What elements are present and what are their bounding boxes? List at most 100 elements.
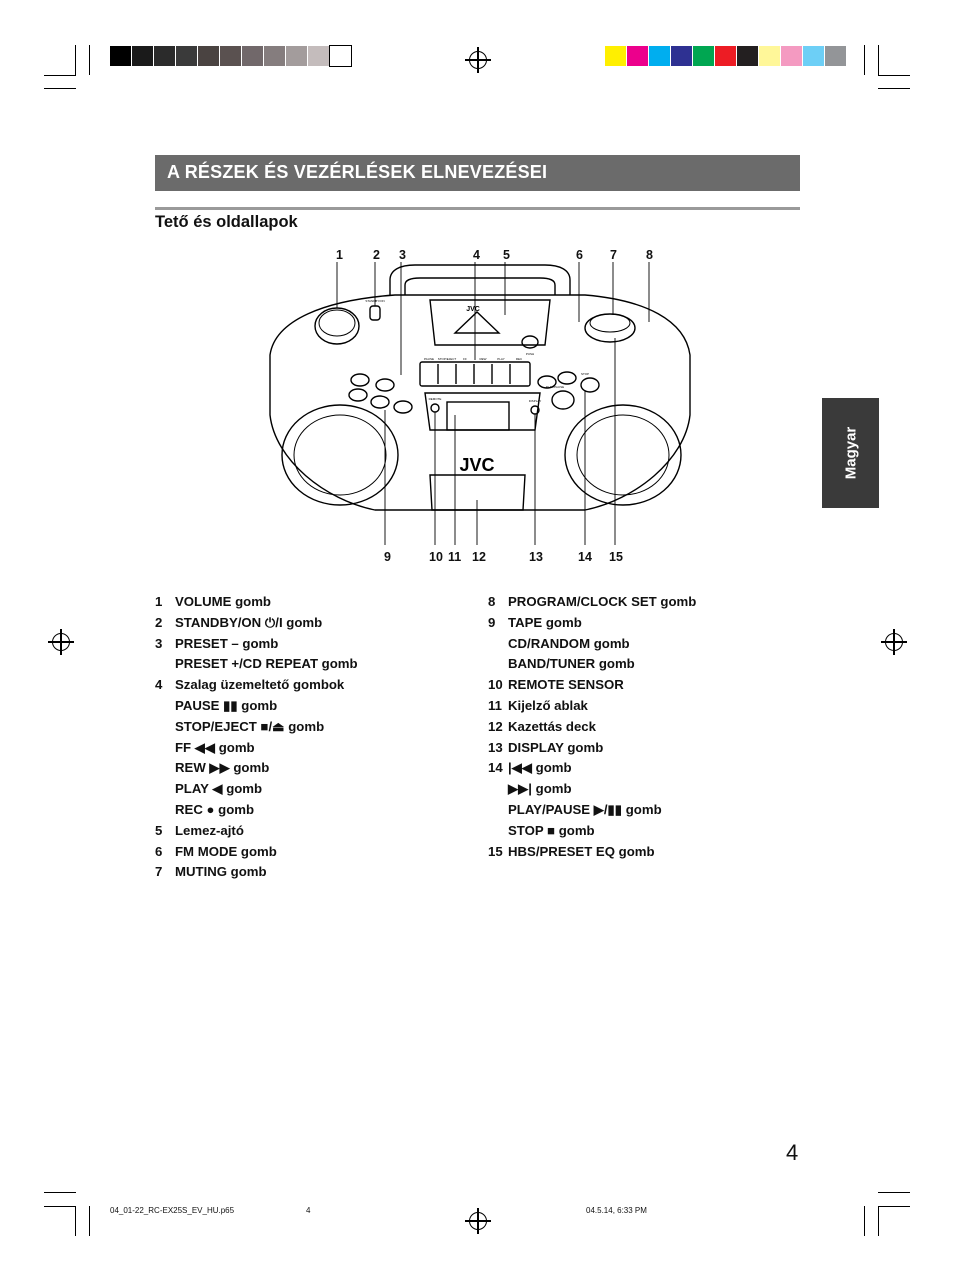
deck-label-rew: REW [480,357,487,361]
list-item: PLAY ◀ gomb [155,779,358,800]
color-swatch [649,46,670,66]
callout-4: 4 [473,248,480,262]
footer-datetime: 04.5.14, 6:33 PM [586,1206,647,1215]
color-swatch [605,46,626,66]
language-tab-label: Magyar [842,426,859,480]
callout-7: 7 [610,248,617,262]
list-item-label: PROGRAM/CLOCK SET gomb [508,594,697,609]
registration-mark-bottom [465,1208,491,1234]
callout-5: 5 [503,248,510,262]
registration-mark-top [465,47,491,73]
list-item: STOP ■ gomb [488,821,696,842]
gray-swatch [176,46,197,66]
page-number: 4 [786,1140,799,1165]
list-item-number [488,779,508,800]
callout-13: 13 [529,550,543,564]
gray-swatch [264,46,285,66]
display-label: DISPLAY [529,399,541,403]
callout-11: 11 [448,550,462,564]
list-item-label: PLAY ◀ gomb [175,781,263,797]
gray-swatch [220,46,241,66]
list-item-label: MUTING gomb [175,864,267,880]
list-item-label: VOLUME gomb [175,594,271,609]
list-item-label: ▶▶| gomb [508,781,572,797]
list-item-label: HBS/PRESET EQ gomb [508,843,655,859]
color-swatch [737,46,758,66]
deck-label-pause: PAUSE [424,357,434,361]
gray-swatch [308,46,329,66]
list-item: BAND/TUNER gomb [488,654,696,675]
list-item-number [155,738,175,759]
color-swatch [759,46,780,66]
gray-swatch [132,46,153,66]
list-item-number [155,779,175,800]
list-item-number: 14 [488,760,503,776]
list-item: STOP/EJECT ■/⏏ gomb [155,717,358,738]
footer-page: 4 [306,1206,311,1215]
callout-2: 2 [373,248,380,262]
deck-label-rec: REC [516,357,523,361]
list-item-number [155,758,175,779]
list-item: 7 MUTING gomb [155,862,358,883]
remote-label: REMOTE [429,397,442,401]
list-item-label: Kazettás deck [508,718,596,734]
list-item-number: 2 [155,614,163,630]
color-swatch [825,46,846,66]
list-item-label: PRESET – gomb [175,635,279,651]
list-item-label: PRESET +/CD REPEAT gomb [175,656,358,672]
list-item-label: Kijelző ablak [508,697,588,713]
jvc-logo-top: JVC [466,306,480,313]
standby-label: STANDBY/ON [365,299,384,303]
list-item-label: TAPE gomb [508,614,582,630]
list-item-number [488,800,508,821]
list-item-number: 10 [488,677,503,693]
list-item-label: REW ▶▶ gomb [175,760,270,776]
list-item-number [488,634,508,655]
list-item-label: STANDBY/ON ⏻/I gomb [175,614,323,630]
list-item-number: 7 [155,864,163,880]
callout-10: 10 [429,550,443,564]
list-item-label: REMOTE SENSOR [508,677,624,693]
section-title: A RÉSZEK ÉS VEZÉRLÉSEK ELNEVEZÉSEI [167,162,548,182]
section-header-bar: A RÉSZEK ÉS VEZÉRLÉSEK ELNEVEZÉSEI [155,155,800,191]
color-swatch [781,46,802,66]
list-item-label: FM MODE gomb [175,843,277,859]
list-item: PLAY/PAUSE ▶/▮▮ gomb [488,800,696,821]
list-item-label: DISPLAY gomb [508,739,604,755]
list-item-label: |◀◀ gomb [508,760,572,776]
list-item-number [488,654,508,675]
list-item-number: 6 [155,843,163,859]
list-item-label: STOP/EJECT ■/⏏ gomb [175,718,325,734]
gray-swatch [286,46,307,66]
deck-label-stop-eject: STOP/EJECT [438,357,457,361]
callout-6: 6 [576,248,583,262]
callout-15: 15 [609,550,623,564]
list-item-label: STOP ■ gomb [508,822,595,838]
list-item-number [488,821,508,842]
list-item: 10 REMOTE SENSOR [488,675,696,696]
list-item-number: 8 [488,594,496,609]
list-item: REC ● gomb [155,800,358,821]
list-item: 14 |◀◀ gomb [488,758,696,779]
stop-label: STOP [581,372,589,376]
list-item-label: Szalag üzemeltető gombok [175,677,345,693]
callout-3: 3 [399,248,406,262]
list-item: PAUSE ▮▮ gomb [155,696,358,717]
list-item-number: 11 [488,697,502,713]
play-pause-label: PLAY/PAUSE [546,385,564,389]
list-item-label: Lemez-ajtó [175,822,244,838]
subsection-title: Tető és oldallapok [155,213,298,231]
list-item-number [155,800,175,821]
callout-14: 14 [578,550,592,564]
list-item-label: CD/RANDOM gomb [508,635,630,651]
list-item-number [155,654,175,675]
registration-mark-right [881,629,907,655]
color-swatch [627,46,648,66]
